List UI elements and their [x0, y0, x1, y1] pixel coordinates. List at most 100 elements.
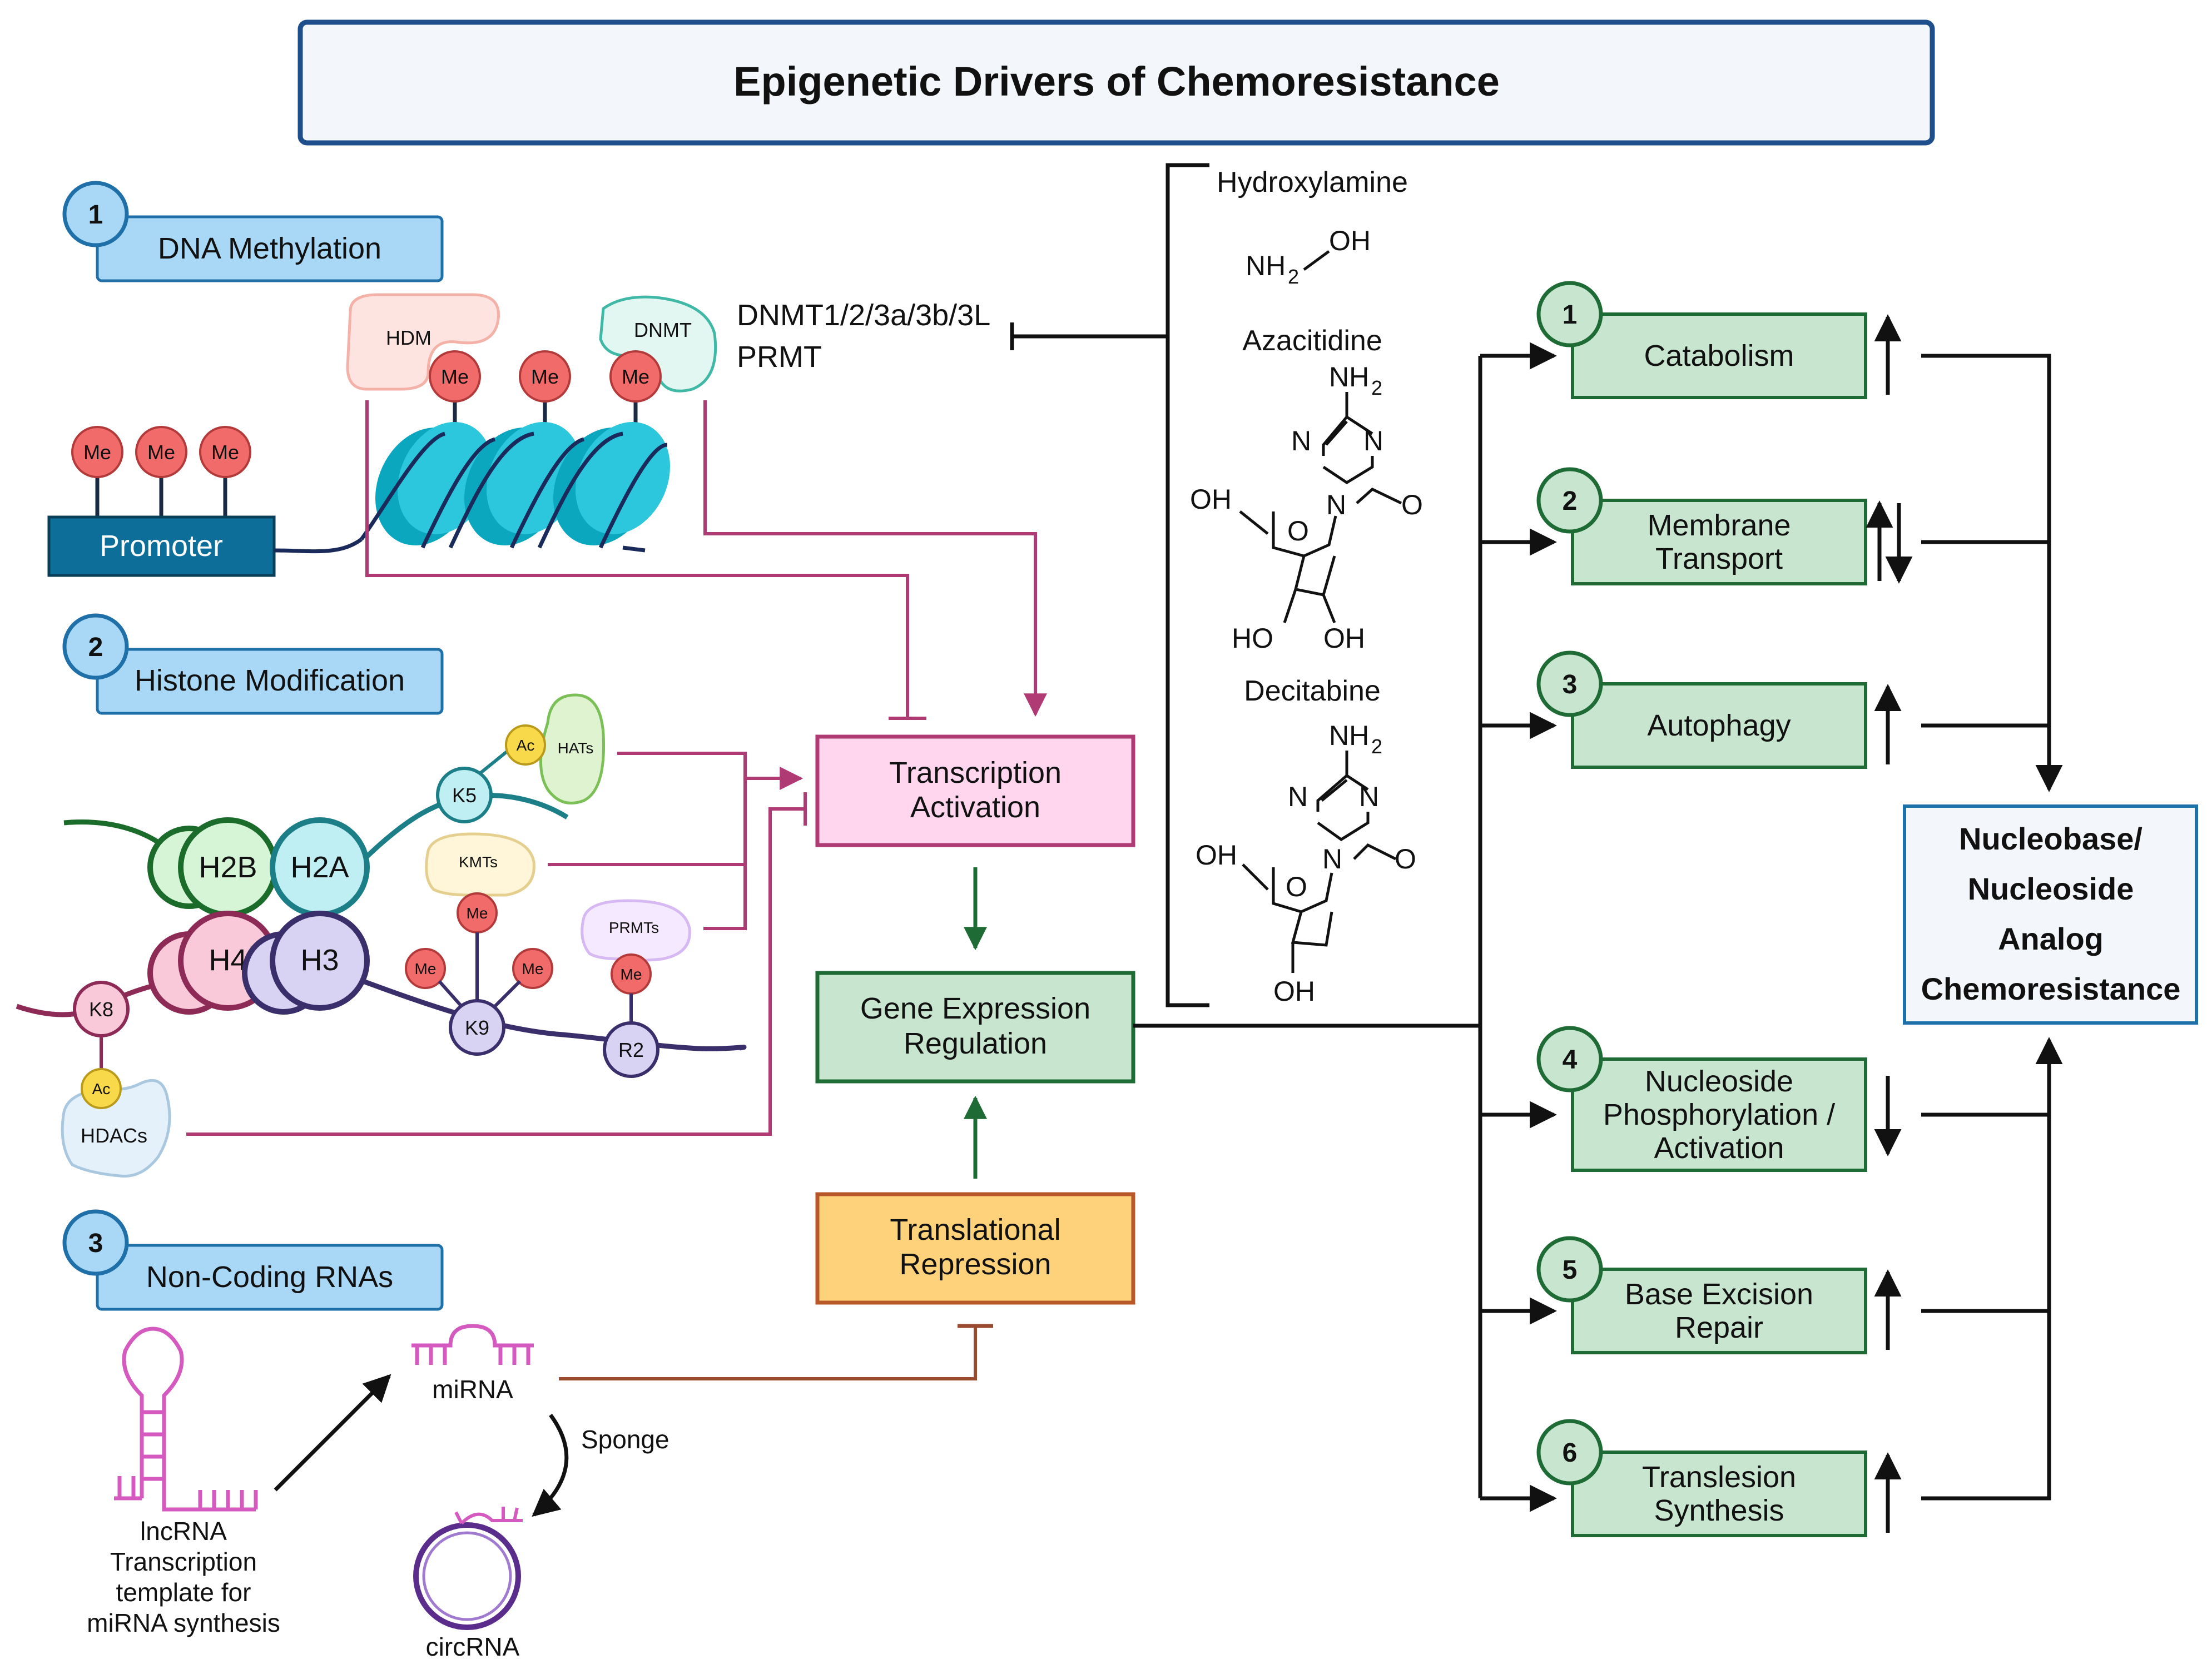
ring-o: O — [1287, 515, 1309, 547]
me-tag: Me — [211, 441, 239, 464]
oh-label: OH — [1329, 225, 1371, 256]
section-title: Non-Coding RNAs — [146, 1260, 393, 1294]
ring-o: O — [1286, 871, 1307, 902]
mirna-icon — [411, 1324, 534, 1365]
k9-label: K9 — [465, 1016, 489, 1039]
circrna-icon — [413, 1507, 523, 1630]
residue-r2 — [603, 1021, 659, 1078]
carbonyl-o: O — [1395, 843, 1416, 875]
oh-label: OH — [1196, 840, 1237, 871]
mechanism-number: 2 — [1563, 486, 1578, 516]
mechanism-label: Activation — [1654, 1131, 1784, 1165]
section-title: DNA Methylation — [158, 232, 381, 265]
me-tag: Me — [83, 441, 111, 464]
mechanism-box — [1571, 499, 1867, 585]
translational-line2: Repression — [899, 1248, 1051, 1281]
nh2-label: NH — [1329, 361, 1369, 393]
section-label-non-coding-rnas: 3 Non-Coding RNAs — [62, 1209, 444, 1311]
hats-enzyme — [539, 693, 606, 804]
outcome-box: Nucleobase/ Nucleoside Analog Chemoresis… — [1903, 804, 2198, 1025]
k8-label: K8 — [89, 998, 113, 1021]
kmts-enzyme — [425, 832, 535, 897]
lncrna-line3: template for — [116, 1578, 251, 1607]
hdacs-label: HDACs — [81, 1124, 147, 1147]
mechanism-box — [1571, 1268, 1867, 1354]
translational-repression-box: Translational Repression — [815, 1192, 1135, 1305]
magenta-connectors — [186, 400, 1047, 1136]
hydroxylamine-structure: NH 2 OH — [1246, 225, 1371, 288]
h2b-label: H2B — [199, 851, 257, 884]
sponge-label: Sponge — [581, 1425, 669, 1454]
promoter-label: Promoter — [100, 529, 223, 563]
me-tag: Me — [147, 441, 175, 464]
mechanism-label: Phosphorylation / — [1603, 1098, 1835, 1131]
hats-label: HATs — [558, 739, 594, 757]
transcription-line1: Transcription — [889, 756, 1062, 789]
mechanism-label: Nucleoside — [1645, 1065, 1793, 1098]
hdm-enzyme — [346, 293, 500, 391]
nh2-label: NH — [1329, 720, 1369, 751]
mechanism-number-badge — [1536, 1026, 1603, 1092]
me-tag: Me — [441, 365, 469, 388]
lncrna-line4: miRNA synthesis — [87, 1608, 280, 1637]
me-tag: Me — [467, 905, 488, 922]
dna-methylation-illustration: Me Me Me Promoter HDM DNMT Me Me Me — [47, 293, 990, 577]
promoter-box — [47, 515, 276, 577]
mirna-repression-line — [559, 1326, 977, 1380]
mechanism-number-badge — [1536, 1419, 1603, 1486]
mechanism-number: 4 — [1563, 1045, 1578, 1075]
mirna-label: miRNA — [432, 1375, 513, 1404]
mechanism-box — [1571, 1057, 1867, 1172]
prmts-enzyme — [581, 899, 691, 962]
mechanism-label: Catabolism — [1644, 339, 1794, 372]
nh2-subscript: 2 — [1288, 265, 1299, 288]
translational-line1: Translational — [890, 1213, 1060, 1246]
section-number: 3 — [88, 1229, 103, 1258]
ac-tag: Ac — [92, 1080, 111, 1097]
h4-label: H4 — [209, 943, 247, 977]
gene-expression-box: Gene Expression Regulation — [815, 971, 1135, 1084]
gene-expression-line2: Regulation — [904, 1027, 1047, 1060]
gene-expression-line1: Gene Expression — [860, 992, 1090, 1025]
me-tag: Me — [415, 960, 437, 977]
nh2-label: NH — [1246, 250, 1286, 281]
mechanism-number: 6 — [1563, 1438, 1578, 1468]
mechanism-number-badge — [1536, 467, 1603, 534]
h2a-label: H2A — [290, 851, 349, 884]
histone-illustration: H2B H2A H4 H3 K5 HATs Ac KMTs Me Me Me K… — [16, 693, 747, 1178]
acetyl-tag — [505, 724, 546, 766]
mechanism-number: 5 — [1563, 1255, 1578, 1285]
drug-structures: Hydroxylamine NH 2 OH Azacitidine NH 2 N… — [1190, 166, 1423, 1007]
lncrna-line1: lncRNA — [140, 1517, 227, 1546]
section-number: 2 — [88, 633, 103, 662]
decitabine-structure: NH 2 N N N O O OH OH — [1196, 720, 1416, 1007]
ring-n: N — [1363, 425, 1383, 456]
drug-inhibition-connector — [1010, 163, 1209, 1007]
mechanism-label: Synthesis — [1654, 1494, 1784, 1527]
prmts-label: PRMTs — [609, 919, 659, 936]
r2-label: R2 — [618, 1039, 644, 1061]
mechanism-number: 1 — [1563, 300, 1578, 330]
me-tag: Me — [522, 960, 544, 977]
dnmt-label: DNMT — [634, 319, 692, 341]
carbonyl-o: O — [1401, 489, 1423, 520]
histone-h3 — [270, 911, 370, 1011]
mechanism-number-badge — [1536, 281, 1603, 347]
lncrna-to-mirna-arrow — [274, 1374, 391, 1492]
nh2-subscript: 2 — [1371, 376, 1382, 399]
oh-label: OH — [1273, 976, 1315, 1007]
section-label-dna-methylation: 1 DNA Methylation — [62, 181, 444, 282]
residue-k9 — [449, 999, 505, 1056]
ring-n: N — [1288, 781, 1308, 812]
me-tag: Me — [531, 365, 559, 388]
mechanism-label: Membrane — [1647, 509, 1791, 542]
ring-n: N — [1322, 843, 1342, 875]
lncrna-line2: Transcription — [110, 1547, 257, 1576]
ring-n: N — [1291, 425, 1311, 456]
